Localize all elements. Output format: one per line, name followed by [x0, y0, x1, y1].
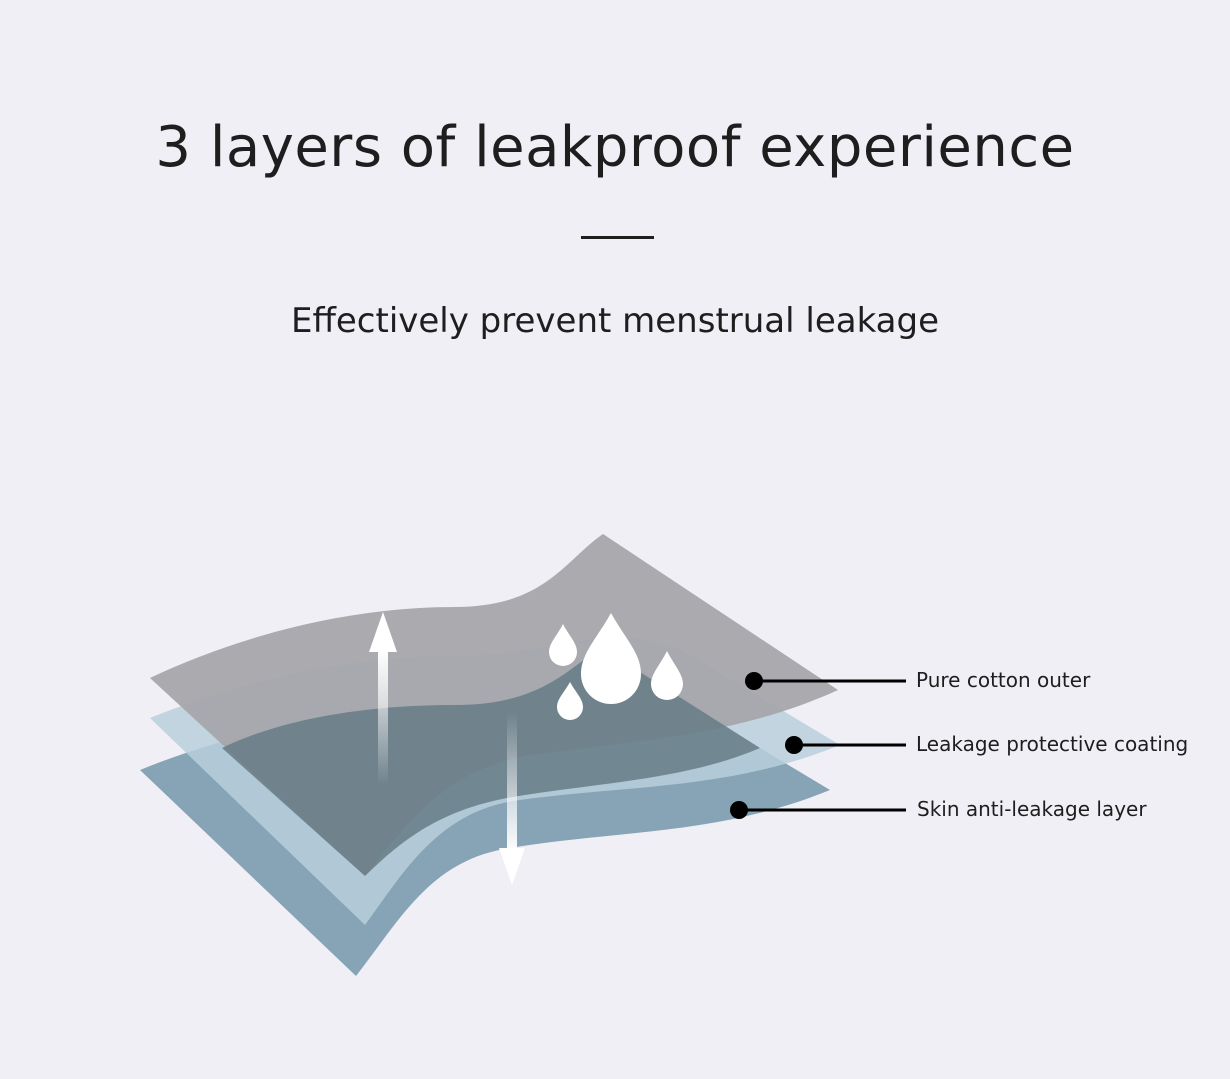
layer-overlap-area: [222, 648, 760, 876]
water-drops-icon: [549, 613, 683, 720]
label-pointer-skin-anti-leakage-layer: [730, 801, 906, 819]
page-subtitle: Effectively prevent menstrual leakage: [290, 301, 940, 341]
layer-label-leakage-protective-coating: Leakage protective coating: [916, 732, 1189, 756]
layer-label-skin-anti-leakage-layer: Skin anti-leakage layer: [917, 797, 1147, 821]
arrow-down-icon: [499, 712, 525, 885]
label-pointer-leakage-protective-coating: [785, 736, 906, 754]
page-title: 3 layers of leakproof experience: [155, 115, 1075, 180]
arrow-up-icon: [369, 612, 397, 785]
layer-label-pure-cotton-outer: Pure cotton outer: [916, 668, 1091, 692]
title-divider: [581, 236, 654, 239]
label-pointer-pure-cotton-outer: [745, 672, 906, 690]
